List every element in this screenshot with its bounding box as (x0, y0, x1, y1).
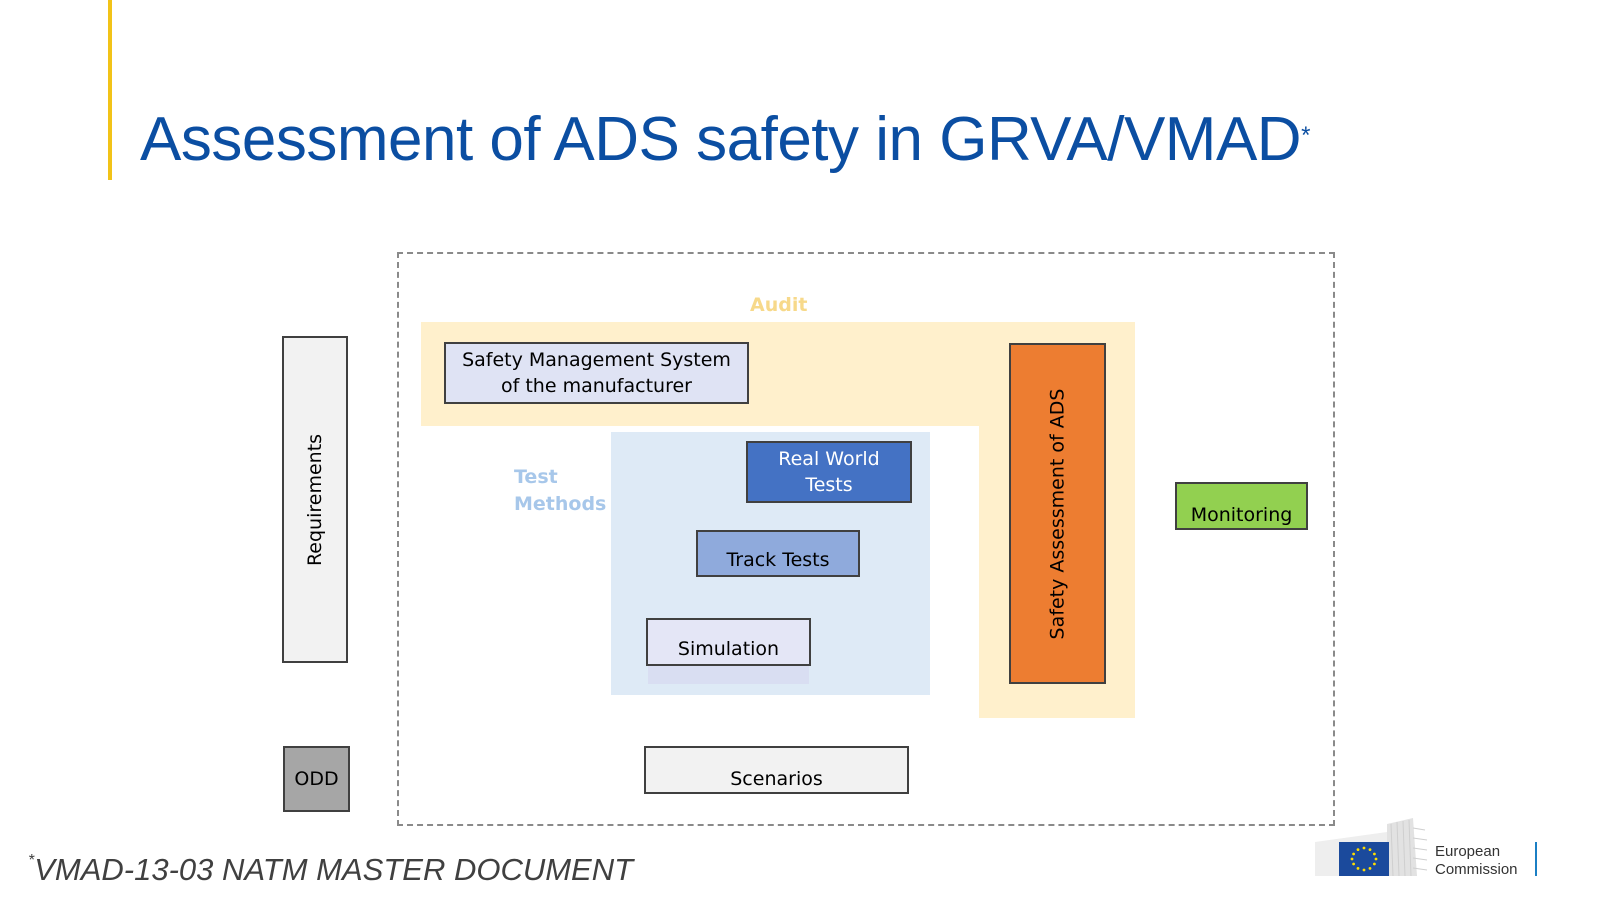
scenarios-box: Scenarios (644, 746, 909, 794)
safety-assessment-box: Safety Assessment of ADS (1009, 343, 1106, 684)
audit-label: Audit (750, 294, 808, 316)
footnote: *VMAD-13-03 NATM MASTER DOCUMENT (28, 851, 634, 887)
odd-box: ODD (283, 746, 350, 812)
track-tests-box: Track Tests (696, 530, 860, 577)
requirements-box: Requirements (282, 336, 348, 663)
safety-management-system-box: Safety Management System of the manufact… (444, 342, 749, 404)
logo-text-line2: Commission (1435, 861, 1518, 878)
test-methods-label: Test Methods (514, 466, 607, 515)
title-footnote-marker: * (1301, 122, 1310, 149)
european-commission-logo: European Commission (1313, 818, 1543, 880)
slide-title: Assessment of ADS safety in GRVA/VMAD* (140, 105, 1310, 174)
real-world-tests-box: Real World Tests (746, 441, 912, 503)
simulation-shadow (648, 664, 809, 684)
accent-bar (108, 0, 112, 180)
monitoring-box: Monitoring (1175, 482, 1308, 530)
simulation-box: Simulation (646, 618, 811, 666)
logo-text-line1: European (1435, 843, 1500, 860)
ec-building-icon: European Commission (1315, 818, 1537, 878)
outer-dashed-frame (397, 252, 1335, 826)
